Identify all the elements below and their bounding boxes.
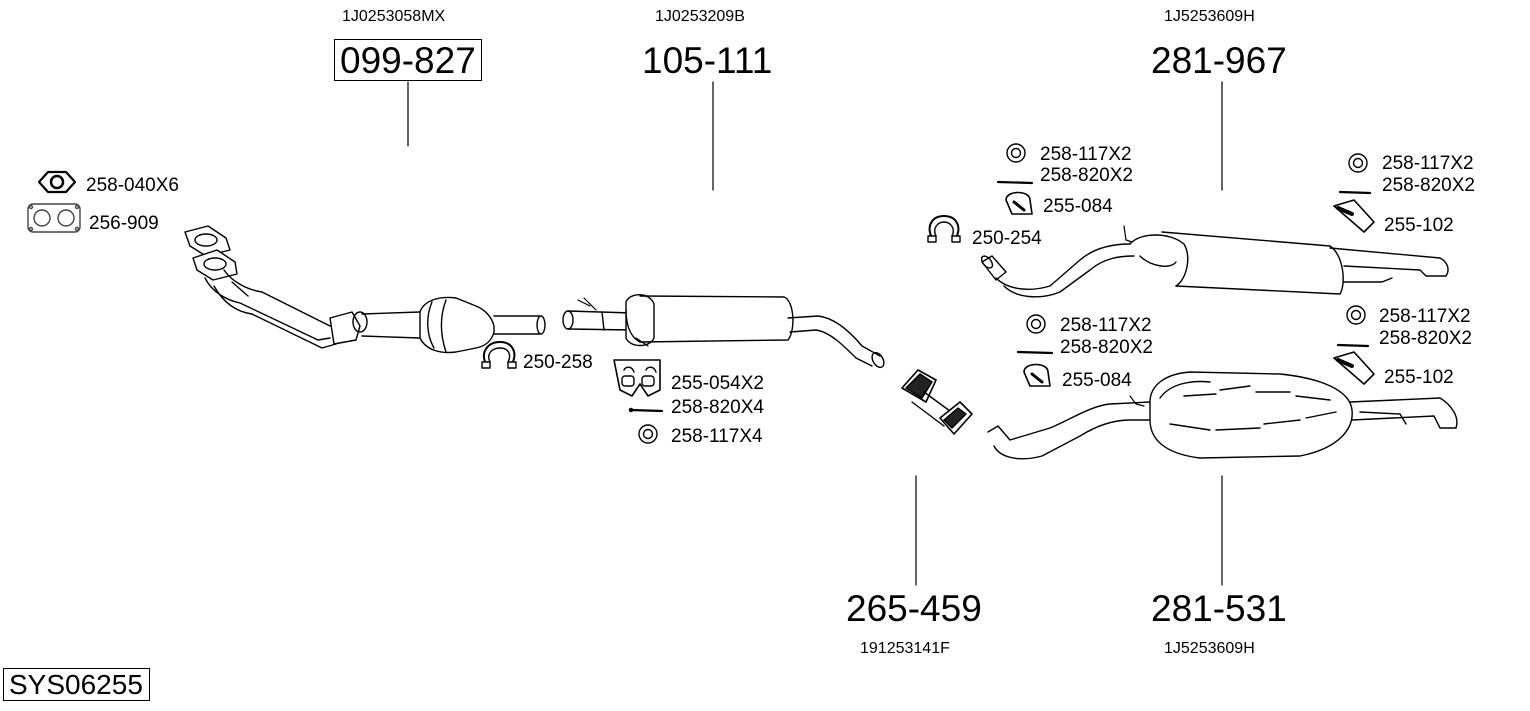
part-number-281-967[interactable]: 281-967 [1151,40,1287,81]
oem-ref-281-531: 1J5253609H [1164,640,1255,657]
oem-ref-099-827: 1J0253058MX [342,8,446,25]
hanger-lower-b-icon[interactable] [1333,351,1375,385]
centre-silencer-drawing[interactable] [562,294,886,370]
washer-upper-a-icon[interactable] [1006,143,1026,163]
hanger-255-054-icon[interactable] [613,359,661,397]
accessory-label-gasket[interactable]: 256-909 [89,213,159,234]
connector-pipe-drawing[interactable] [901,369,973,435]
bolt-lower-b-icon[interactable] [1336,343,1370,348]
clamp-250-254-icon[interactable] [927,215,961,243]
washer-lower-a-icon[interactable] [1026,314,1046,334]
accessory-label-bolt-x4[interactable]: 258-820X4 [671,397,764,418]
oem-ref-281-967: 1J5253609H [1164,8,1255,25]
hanger-lower-a-icon[interactable] [1023,363,1051,387]
front-pipe-catalyst-drawing[interactable] [184,225,546,354]
part-number-265-459[interactable]: 265-459 [846,588,982,629]
oem-ref-105-111: 1J0253209B [655,8,745,25]
accessory-label-lower-b-washer[interactable]: 258-117X2 [1379,306,1471,327]
accessory-label-upper-b-washer[interactable]: 258-117X2 [1382,153,1474,174]
part-number-105-111[interactable]: 105-111 [642,40,773,81]
accessory-label-clamp-250-258[interactable]: 250-258 [523,352,593,373]
oem-ref-265-459: 191253141F [860,640,950,657]
accessory-label-upper-b-hanger[interactable]: 255-102 [1384,215,1454,236]
accessory-label-lower-b-hanger[interactable]: 255-102 [1384,367,1454,388]
rear-silencer-upper-drawing[interactable] [979,225,1449,298]
clamp-250-258-icon[interactable] [481,341,517,369]
bolt-lower-a-icon[interactable] [1016,350,1054,355]
hex-nut-icon[interactable] [37,170,77,194]
accessory-label-upper-a-hanger[interactable]: 255-084 [1043,196,1113,217]
accessory-label-lower-a-bolt[interactable]: 258-820X2 [1060,337,1153,358]
washer-lower-b-icon[interactable] [1346,305,1366,325]
washer-x4-icon[interactable] [638,424,658,444]
accessory-label-upper-b-bolt[interactable]: 258-820X2 [1382,175,1475,196]
hanger-upper-a-icon[interactable] [1005,191,1033,215]
bolt-upper-a-icon[interactable] [996,180,1034,185]
gasket-icon[interactable] [27,203,81,233]
accessory-label-upper-a-washer[interactable]: 258-117X2 [1040,144,1132,165]
accessory-label-clamp-250-254[interactable]: 250-254 [972,228,1042,249]
accessory-label-lower-b-bolt[interactable]: 258-820X2 [1379,328,1472,349]
accessory-label-upper-a-bolt[interactable]: 258-820X2 [1040,165,1133,186]
accessory-label-lower-a-hanger[interactable]: 255-084 [1062,370,1132,391]
hanger-upper-b-icon[interactable] [1333,199,1375,233]
part-number-281-531[interactable]: 281-531 [1151,588,1287,629]
leader-lines [407,81,1223,586]
accessory-label-lower-a-washer[interactable]: 258-117X2 [1060,315,1152,336]
bolt-x4-icon[interactable] [628,407,664,413]
rear-silencer-lower-drawing[interactable] [987,371,1458,460]
accessory-label-nut[interactable]: 258-040X6 [86,175,179,196]
bolt-upper-b-icon[interactable] [1338,190,1372,195]
part-number-099-827[interactable]: 099-827 [334,39,482,81]
washer-upper-b-icon[interactable] [1348,153,1368,173]
accessory-label-hanger-255-054[interactable]: 255-054X2 [671,373,764,394]
accessory-label-washer-x4[interactable]: 258-117X4 [671,426,763,447]
system-code: SYS06255 [3,668,150,701]
